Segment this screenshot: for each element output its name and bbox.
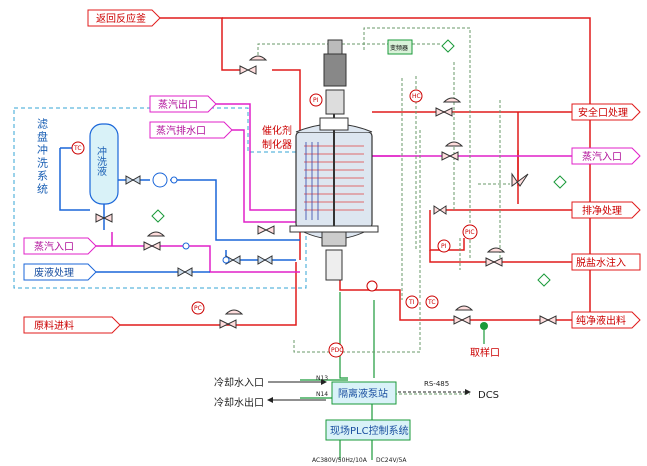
filter-system-label: 滤盘冲洗系统 xyxy=(36,118,49,196)
inst-pi-right: PI xyxy=(441,243,447,250)
flange-icons xyxy=(170,176,230,264)
sampling-label: 取样口 xyxy=(470,346,500,359)
plc-box xyxy=(325,419,411,441)
valve-icons xyxy=(95,65,557,329)
wash-tank xyxy=(89,123,119,205)
interlock-diamonds xyxy=(151,39,567,287)
tag-steam-inlet-right: 蒸汽入口 xyxy=(582,150,622,163)
wash-tank-label: 冲洗液 xyxy=(95,145,107,177)
cooling-in-label: 冷却水入口 xyxy=(214,376,264,389)
instrument-bubbles xyxy=(71,89,478,358)
inst-ti: TI xyxy=(408,299,415,306)
inst-pc: PC xyxy=(194,305,202,312)
dcs-label: DCS xyxy=(478,390,499,401)
inst-hc: HC xyxy=(412,93,421,100)
vfd-box xyxy=(387,39,413,55)
power-dc-label: DC24V/5A xyxy=(376,457,407,464)
pump-icon xyxy=(152,172,168,188)
signal-lines xyxy=(197,27,510,395)
inst-pic: PIC xyxy=(465,229,475,236)
reactor-label-2: 制化器 xyxy=(262,138,292,151)
tag-return-reactor: 返回反应釜 xyxy=(96,12,146,25)
cooling-arrows xyxy=(267,379,471,403)
inst-pdc: PDC xyxy=(331,347,343,354)
actuator-icons xyxy=(146,55,506,315)
tag-steam-outlet: 蒸汽出口 xyxy=(158,98,198,111)
vfd-label: 变频器 xyxy=(390,44,408,52)
inlet-tag-shapes xyxy=(23,9,233,334)
tag-brine-inject: 脱盐水注入 xyxy=(576,256,626,269)
n14-label: N14 xyxy=(316,391,328,398)
pump-station-box xyxy=(331,381,397,405)
sampling-valve-icon xyxy=(480,322,488,330)
tag-steam-inlet-left: 蒸汽入口 xyxy=(34,240,74,253)
inst-tc-tank: TC xyxy=(73,145,82,152)
tag-safety-outlet: 安全口处理 xyxy=(578,106,628,119)
rs485-label: RS-485 xyxy=(424,380,449,388)
tag-exhaust-clean: 排净处理 xyxy=(582,204,622,217)
cooling-out-label: 冷却水出口 xyxy=(214,396,264,409)
reactor-vessel xyxy=(289,39,379,281)
n13-label: N13 xyxy=(316,375,328,382)
tag-pure-outlet: 纯净液出料 xyxy=(576,314,626,327)
tag-waste-liquid: 废液处理 xyxy=(34,266,74,279)
pump-station-label: 隔离液泵站 xyxy=(338,387,388,400)
inst-tc-bottom: TC xyxy=(427,299,436,306)
power-ac-label: AC380V/50Hz/10A xyxy=(312,457,368,464)
tag-steam-drain: 蒸汽排水口 xyxy=(156,124,206,137)
inst-pi-top: PI xyxy=(313,97,319,104)
plc-label: 现场PLC控制系统 xyxy=(330,424,409,437)
outlet-tag-shapes xyxy=(571,103,641,329)
tag-raw-material: 原料进料 xyxy=(34,319,74,332)
reactor-label-1: 催化剂 xyxy=(262,124,292,137)
